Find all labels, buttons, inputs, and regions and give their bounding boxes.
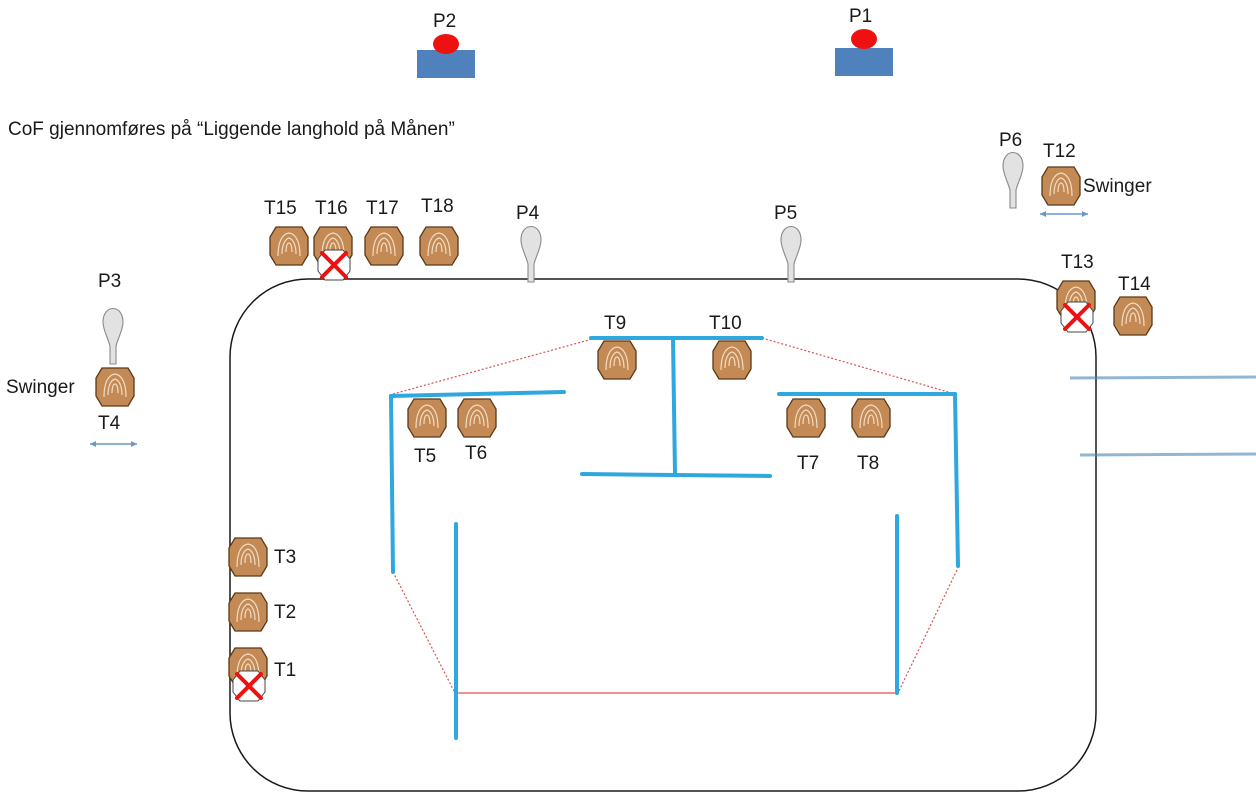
label-t15: T15 — [264, 198, 297, 219]
label-t4: T4 — [98, 413, 121, 434]
no-shoot-t1 — [231, 669, 267, 703]
prop-p6 — [1002, 151, 1024, 209]
fault-lines — [392, 337, 958, 694]
shooter-p1 — [835, 29, 893, 76]
target-t18 — [419, 226, 459, 266]
target-t5 — [407, 398, 447, 438]
prop-p3 — [102, 307, 124, 365]
label-p4: P4 — [516, 203, 540, 224]
label-t16: T16 — [315, 198, 348, 219]
side-line-upper — [1069, 375, 1256, 380]
label-p3: P3 — [98, 271, 122, 292]
label-t2: T2 — [274, 602, 297, 623]
label-t18: T18 — [421, 196, 454, 217]
side-line-lower — [1079, 452, 1256, 457]
target-t14 — [1113, 296, 1153, 336]
target-t2 — [228, 592, 268, 632]
stage-description: CoF gjennomføres på “Liggende langhold p… — [8, 119, 455, 140]
label-p1: P1 — [849, 6, 873, 27]
target-t7 — [786, 398, 826, 438]
label-p6: P6 — [999, 130, 1023, 151]
label-p5: P5 — [774, 203, 798, 224]
label-t12: T12 — [1043, 141, 1076, 162]
label-t3: T3 — [274, 547, 297, 568]
no-shoot-t16 — [316, 248, 352, 282]
label-t14: T14 — [1118, 274, 1151, 295]
label-t7: T7 — [797, 453, 820, 474]
target-t6 — [457, 398, 497, 438]
label-t13: T13 — [1061, 252, 1094, 273]
prop-p4 — [520, 225, 542, 283]
label-t17: T17 — [366, 198, 399, 219]
label-t10: T10 — [709, 313, 742, 334]
target-t8 — [851, 398, 891, 438]
target-t3 — [228, 537, 268, 577]
shooter-p2 — [417, 34, 475, 78]
target-t17 — [364, 226, 404, 266]
target-t12 — [1041, 166, 1081, 206]
label-swinger-t4: Swinger — [6, 377, 75, 398]
label-t5: T5 — [414, 446, 437, 467]
prop-p5 — [780, 225, 802, 283]
range-outline — [229, 278, 1097, 792]
walls — [389, 336, 960, 740]
label-t8: T8 — [857, 453, 880, 474]
no-shoot-t13 — [1059, 300, 1095, 334]
label-t1: T1 — [274, 660, 297, 681]
target-t10 — [712, 340, 752, 380]
target-t4 — [95, 367, 135, 407]
target-t9 — [597, 340, 637, 380]
label-swinger-t12: Swinger — [1083, 176, 1152, 197]
label-p2: P2 — [433, 11, 457, 32]
target-t15 — [269, 226, 309, 266]
label-t6: T6 — [465, 443, 488, 464]
label-t9: T9 — [604, 313, 627, 334]
